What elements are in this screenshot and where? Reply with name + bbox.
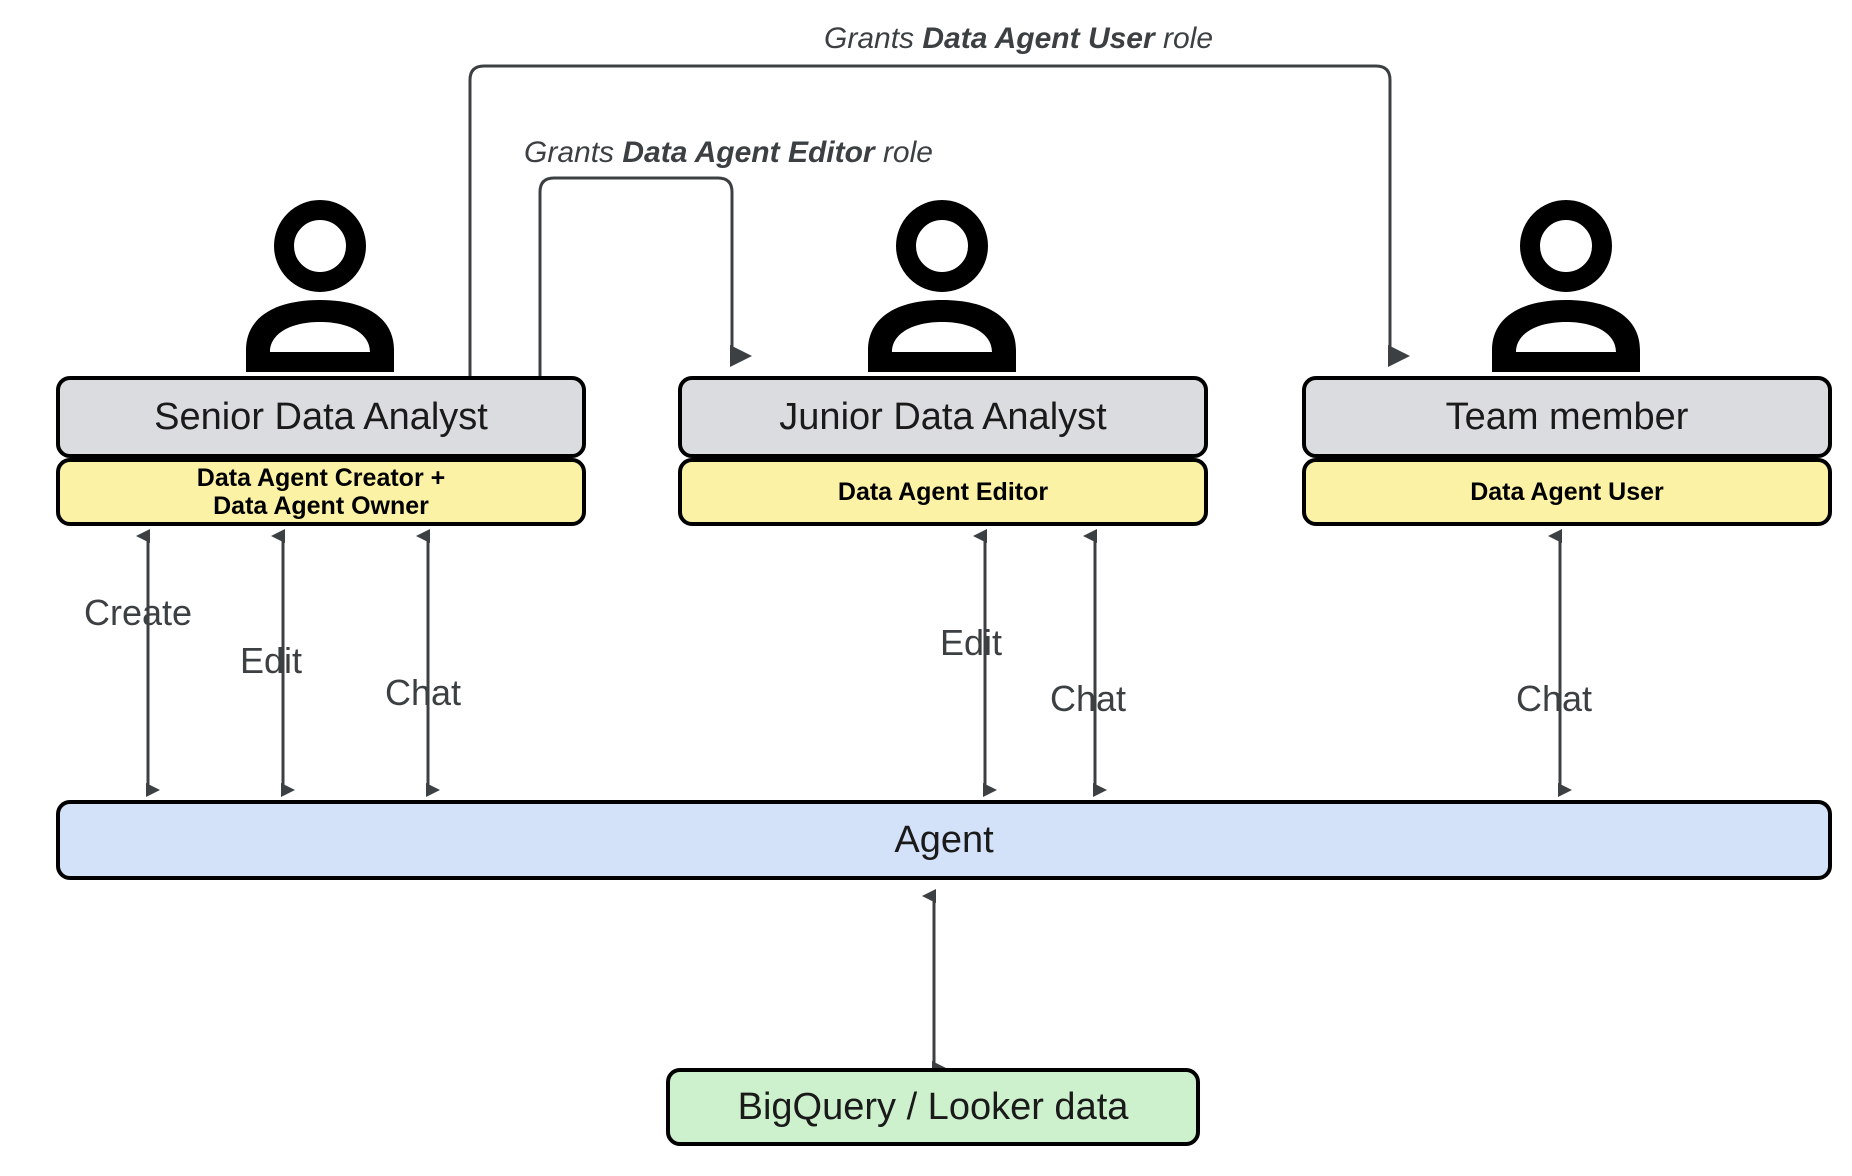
role-line-2: Data Agent Owner bbox=[213, 492, 429, 520]
persona-role-label: Data Agent User bbox=[1470, 478, 1664, 506]
person-icon-junior-data-analyst bbox=[868, 200, 1016, 372]
role-line-1: Data Agent Creator + bbox=[196, 464, 446, 492]
grant-editor-suffix: role bbox=[874, 136, 933, 169]
edge-label-edit-senior: Edit bbox=[240, 640, 303, 681]
persona-title-junior-data-analyst[interactable]: Junior Data Analyst bbox=[678, 376, 1208, 458]
person-icon-senior-data-analyst bbox=[246, 200, 394, 372]
grant-editor-role: Data Agent Editor bbox=[622, 136, 875, 169]
agent-bar[interactable]: Agent bbox=[56, 800, 1832, 880]
persona-title-senior-data-analyst[interactable]: Senior Data Analyst bbox=[56, 376, 586, 458]
edge-label-chat-junior: Chat bbox=[1050, 678, 1127, 719]
persona-title-label: Junior Data Analyst bbox=[779, 395, 1107, 438]
persona-role-junior-data-analyst[interactable]: Data Agent Editor bbox=[678, 458, 1208, 526]
grant-user-suffix: role bbox=[1154, 22, 1214, 55]
connector-grant-data-agent-editor bbox=[538, 176, 752, 378]
grant-user-role: Data Agent User bbox=[922, 22, 1155, 55]
persona-role-team-member[interactable]: Data Agent User bbox=[1302, 458, 1832, 526]
grant-label-data-agent-user: Grants Data Agent User role bbox=[824, 22, 1213, 56]
persona-role-label: Data Agent Editor bbox=[837, 478, 1049, 506]
grant-editor-prefix: Grants bbox=[524, 136, 623, 169]
person-icon-team-member bbox=[1492, 200, 1640, 372]
persona-title-team-member[interactable]: Team member bbox=[1302, 376, 1832, 458]
edge-label-chat-senior: Chat bbox=[385, 672, 462, 713]
agent-label: Agent bbox=[894, 818, 994, 861]
data-source-label: BigQuery / Looker data bbox=[737, 1085, 1129, 1128]
persona-title-label: Team member bbox=[1445, 395, 1689, 438]
grant-label-data-agent-editor: Grants Data Agent Editor role bbox=[524, 136, 933, 170]
edge-label-chat-team: Chat bbox=[1516, 678, 1593, 719]
persona-role-label: Data Agent Creator + Data Agent Owner bbox=[197, 464, 445, 520]
edge-label-edit-junior: Edit bbox=[940, 622, 1003, 663]
grant-user-prefix: Grants bbox=[824, 22, 923, 55]
edge-label-create-senior: Create bbox=[84, 592, 193, 633]
persona-role-senior-data-analyst[interactable]: Data Agent Creator + Data Agent Owner bbox=[56, 458, 586, 526]
persona-title-label: Senior Data Analyst bbox=[154, 395, 488, 438]
data-source-box[interactable]: BigQuery / Looker data bbox=[666, 1068, 1200, 1146]
